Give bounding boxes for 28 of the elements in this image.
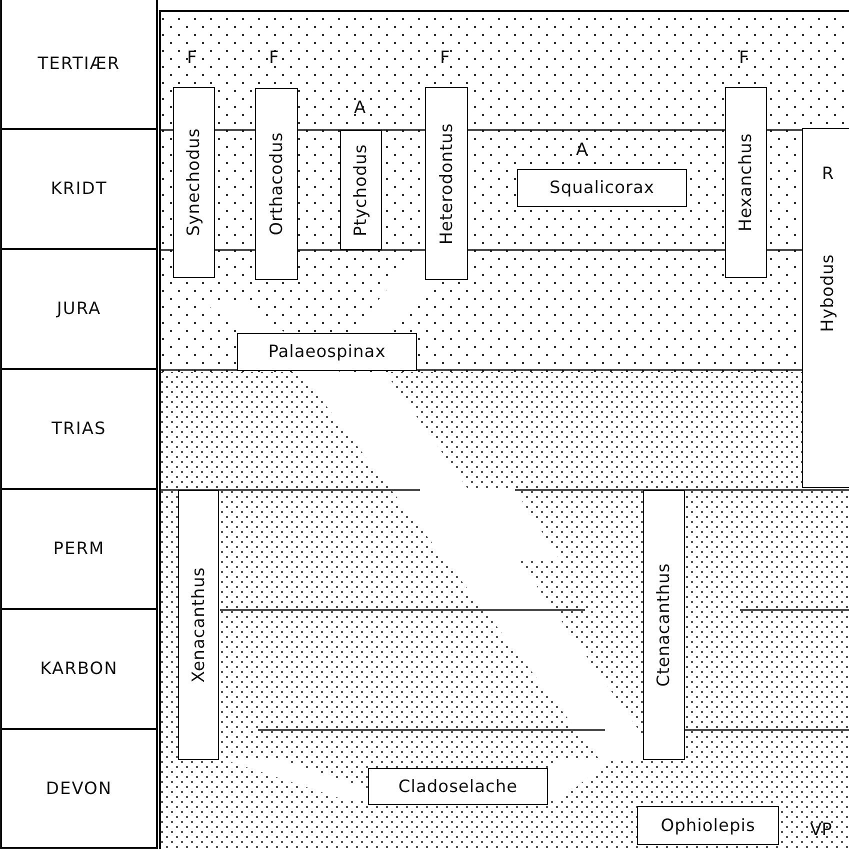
letter-mark: VP xyxy=(810,820,832,840)
letter-mark: A xyxy=(576,140,588,160)
taxon-box xyxy=(802,128,849,488)
taxon-box: Heterodontus xyxy=(425,87,468,280)
taxon-box: Ctenacanthus xyxy=(643,490,685,760)
period-name: TERTIÆR xyxy=(0,0,158,130)
period-name: JURA xyxy=(0,250,158,370)
taxon-name: Hybodus xyxy=(818,254,838,332)
taxon-box: Synechodus xyxy=(173,87,215,278)
taxon-box: Squalicorax xyxy=(517,169,687,207)
letter-mark: F xyxy=(269,48,279,68)
taxon-box: Orthacodus xyxy=(255,88,298,280)
taxon-box: Palaeospinax xyxy=(237,333,417,371)
letter-mark: A xyxy=(354,98,366,118)
letter-mark: F xyxy=(187,48,197,68)
taxon-box: Cladoselache xyxy=(368,768,548,805)
taxon-box: Hexanchus xyxy=(725,87,767,278)
taxon-box: Xenacanthus xyxy=(178,490,219,760)
taxon-box: Ptychodus xyxy=(340,130,382,250)
period-name: DEVON xyxy=(0,730,158,849)
taxon-box: Ophiolepis xyxy=(637,806,779,845)
period-name: PERM xyxy=(0,490,158,610)
period-name: KRIDT xyxy=(0,130,158,250)
letter-mark: F xyxy=(739,48,749,68)
period-name: KARBON xyxy=(0,610,158,730)
period-name: TRIAS xyxy=(0,370,158,490)
letter-mark: R xyxy=(822,164,834,184)
letter-mark: F xyxy=(440,48,450,68)
